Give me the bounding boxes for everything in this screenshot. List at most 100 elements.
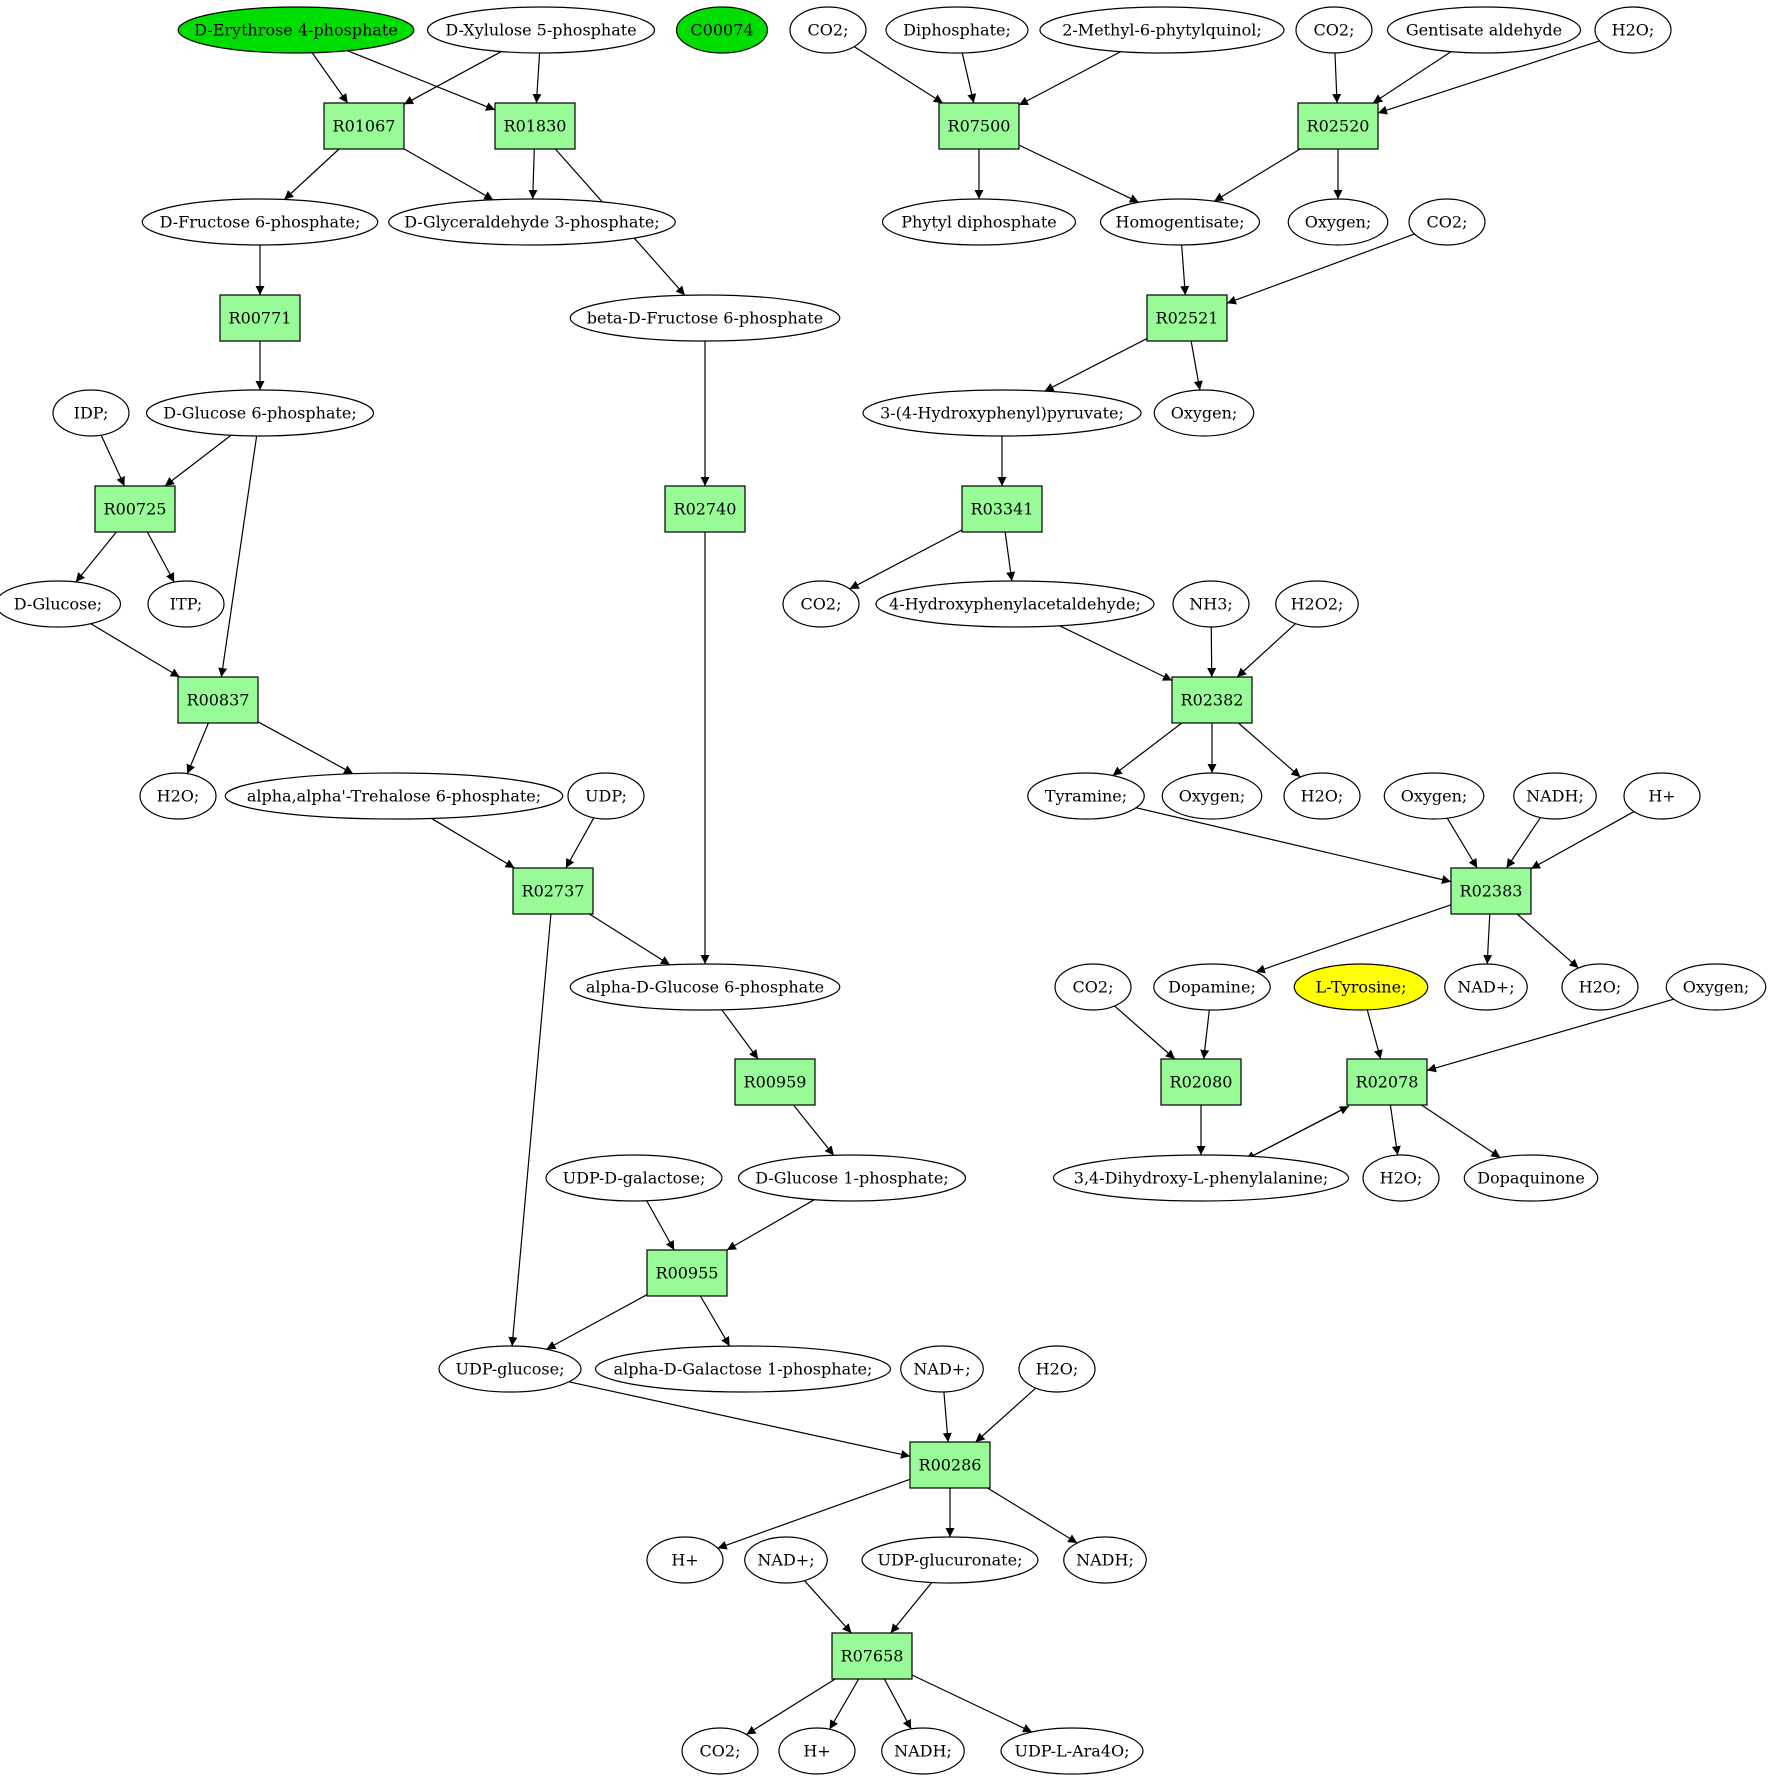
metabolite-label: ITP; bbox=[170, 595, 203, 614]
metabolite-ellipse bbox=[885, 6, 1029, 54]
metabolite-node-3-4-hydroxyphenyl-pyruvate: 3-(4-Hydroxyphenyl)pyruvate; bbox=[862, 389, 1142, 437]
reaction-box bbox=[1346, 1058, 1428, 1106]
metabolite-ellipse bbox=[1362, 1154, 1440, 1202]
reaction-label: R02080 bbox=[1170, 1073, 1233, 1092]
metabolite-ellipse bbox=[1623, 772, 1701, 820]
metabolite-label: H2O; bbox=[1380, 1169, 1423, 1188]
metabolite-node-h2o: H2O; bbox=[1594, 6, 1672, 54]
metabolite-label: NAD+; bbox=[1457, 978, 1514, 997]
reaction-box bbox=[831, 1632, 913, 1680]
reaction-box bbox=[1171, 676, 1253, 724]
metabolite-node-oxygen: Oxygen; bbox=[1383, 772, 1485, 820]
edge-m_udpgal-to-r_R00955 bbox=[646, 1200, 675, 1251]
metabolite-node-co2: CO2; bbox=[1054, 963, 1132, 1011]
reaction-node-r01067: R01067 bbox=[323, 102, 405, 150]
metabolite-ellipse bbox=[567, 772, 645, 820]
edge-m_hpaa-to-r_R02382 bbox=[1059, 625, 1173, 682]
edge-m_nh3-to-r_R02382 bbox=[1207, 626, 1217, 678]
edge-m_tyr-to-r_R02078 bbox=[1366, 1009, 1383, 1060]
reaction-label: R00837 bbox=[187, 691, 250, 710]
metabolite-label: H2O; bbox=[1301, 787, 1344, 806]
metabolite-label: H2O; bbox=[157, 787, 200, 806]
metabolite-ellipse bbox=[388, 198, 676, 246]
reaction-box bbox=[512, 867, 594, 915]
metabolite-ellipse bbox=[1386, 6, 1582, 54]
metabolite-node-nad: NAD+; bbox=[900, 1345, 984, 1393]
edge-r_R02078-to-m_dopaq bbox=[1421, 1104, 1501, 1159]
metabolite-ellipse bbox=[1408, 198, 1486, 246]
metabolite-node-d-glyceraldehyde-3-phosphate: D-Glyceraldehyde 3-phosphate; bbox=[388, 198, 676, 246]
edge-r_R01067-to-m_f6p bbox=[283, 148, 340, 200]
metabolite-ellipse bbox=[789, 6, 867, 54]
metabolite-label: H2O; bbox=[1579, 978, 1622, 997]
edge-r_R02520-to-m_hga bbox=[1213, 148, 1301, 202]
metabolite-label: D-Glucose 1-phosphate; bbox=[755, 1169, 948, 1188]
metabolite-label: Tyramine; bbox=[1045, 787, 1127, 806]
reaction-node-r02080: R02080 bbox=[1160, 1058, 1242, 1106]
metabolite-ellipse bbox=[1444, 963, 1528, 1011]
metabolite-ellipse bbox=[1594, 6, 1672, 54]
metabolite-ellipse bbox=[675, 6, 769, 54]
reaction-label: R02382 bbox=[1181, 691, 1244, 710]
reaction-label: R00959 bbox=[744, 1073, 807, 1092]
metabolite-label: UDP; bbox=[585, 787, 627, 806]
reaction-box bbox=[494, 102, 576, 150]
edge-r_R00955-to-m_udpglc bbox=[546, 1294, 648, 1350]
edge-r_R02078-to-m_h2o_f bbox=[1389, 1104, 1401, 1156]
metabolite-ellipse bbox=[900, 1345, 984, 1393]
metabolite-node-h2o: H2O; bbox=[1018, 1345, 1096, 1393]
metabolite-ellipse bbox=[646, 1536, 724, 1584]
reaction-box bbox=[909, 1441, 991, 1489]
edge-m_x5p-to-r_R01830 bbox=[532, 52, 542, 104]
metabolite-node-udp-glucose: UDP-glucose; bbox=[438, 1345, 582, 1393]
reaction-node-r02737: R02737 bbox=[512, 867, 594, 915]
reaction-box bbox=[1146, 294, 1228, 342]
metabolite-ellipse bbox=[1018, 1345, 1096, 1393]
reaction-node-r02740: R02740 bbox=[664, 485, 746, 533]
reaction-node-r00837: R00837 bbox=[177, 676, 259, 724]
edge-r_R03341-to-m_hpaa bbox=[1004, 531, 1016, 582]
metabolite-node-co2: CO2; bbox=[789, 6, 867, 54]
metabolite-node-c00074: C00074 bbox=[675, 6, 769, 54]
metabolite-ellipse bbox=[52, 389, 130, 437]
metabolite-node-oxygen: Oxygen; bbox=[1161, 772, 1263, 820]
metabolite-node-2-methyl-6-phytylquinol: 2-Methyl-6-phytylquinol; bbox=[1039, 6, 1285, 54]
reaction-node-r02382: R02382 bbox=[1171, 676, 1253, 724]
metabolite-ellipse bbox=[438, 1345, 582, 1393]
metabolite-ellipse bbox=[147, 580, 225, 628]
metabolite-node-tyramine: Tyramine; bbox=[1027, 772, 1145, 820]
reaction-node-r07658: R07658 bbox=[831, 1632, 913, 1680]
edge-r_R00286-to-m_nadh_a bbox=[987, 1487, 1078, 1544]
metabolite-node-nadh: NADH; bbox=[881, 1727, 965, 1775]
edge-r_R03341-to-m_co2_e bbox=[849, 529, 963, 590]
edge-r_R02383-to-m_dopa bbox=[1255, 904, 1452, 974]
reaction-label: R02521 bbox=[1156, 309, 1219, 328]
metabolite-ellipse bbox=[139, 772, 217, 820]
metabolite-ellipse bbox=[1153, 389, 1255, 437]
edge-m_glc-to-r_R00837 bbox=[90, 623, 180, 678]
edge-m_e4p-to-r_R01830 bbox=[347, 50, 496, 111]
metabolite-ellipse bbox=[1293, 963, 1429, 1011]
edge-r_R02521-to-m_o2_b bbox=[1190, 340, 1203, 391]
metabolite-ellipse bbox=[861, 1536, 1039, 1584]
metabolite-node-3-4-dihydroxy-l-phenylalanine: 3,4-Dihydroxy-L-phenylalanine; bbox=[1052, 1154, 1350, 1202]
edge-r_R02737-to-m_ag6p bbox=[589, 913, 671, 966]
edge-m_ppi-to-r_R07500 bbox=[961, 52, 977, 104]
metabolite-label: D-Glyceraldehyde 3-phosphate; bbox=[404, 213, 659, 232]
metabolite-ellipse bbox=[881, 1727, 965, 1775]
metabolite-node-gentisate-aldehyde: Gentisate aldehyde bbox=[1386, 6, 1582, 54]
edge-r_R00837-to-m_h2o_a bbox=[186, 722, 209, 774]
metabolite-ellipse bbox=[1153, 963, 1271, 1011]
metabolite-label: 3-(4-Hydroxyphenyl)pyruvate; bbox=[880, 404, 1124, 423]
reaction-label: R01830 bbox=[504, 117, 567, 136]
metabolite-node-d-glucose-6-phosphate: D-Glucose 6-phosphate; bbox=[145, 389, 375, 437]
metabolite-ellipse bbox=[569, 294, 841, 342]
metabolite-label: Oxygen; bbox=[1171, 404, 1238, 423]
metabolite-label: Oxygen; bbox=[1179, 787, 1246, 806]
metabolite-label: CO2; bbox=[700, 1742, 741, 1761]
reaction-box bbox=[938, 102, 1020, 150]
metabolite-label: alpha,alpha'-Trehalose 6-phosphate; bbox=[247, 787, 541, 806]
reaction-label: R02383 bbox=[1460, 882, 1523, 901]
metabolite-node-oxygen: Oxygen; bbox=[1153, 389, 1255, 437]
